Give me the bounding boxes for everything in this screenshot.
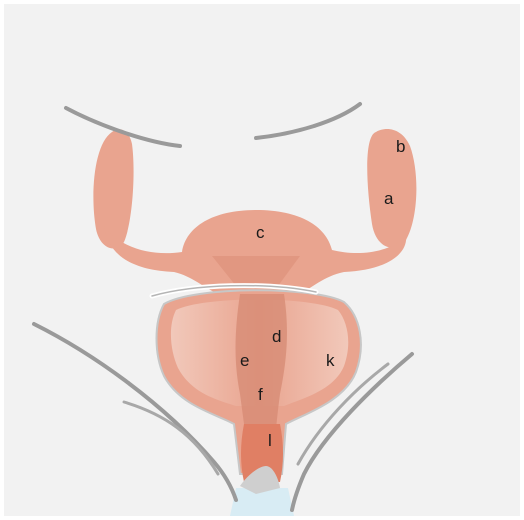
anatomy-illustration: b a c d e k f l xyxy=(4,4,520,516)
label-f: f xyxy=(258,385,263,404)
label-b: b xyxy=(396,137,405,156)
label-k: k xyxy=(326,351,335,370)
diagram-frame: b a c d e k f l xyxy=(4,4,520,516)
right-peritoneum-line xyxy=(256,104,360,138)
label-e: e xyxy=(240,351,249,370)
label-a: a xyxy=(384,189,394,208)
label-c: c xyxy=(256,223,265,242)
label-d: d xyxy=(272,327,281,346)
left-ovary xyxy=(93,129,133,248)
left-pelvic-line-inner xyxy=(124,402,218,474)
label-l: l xyxy=(268,431,272,450)
